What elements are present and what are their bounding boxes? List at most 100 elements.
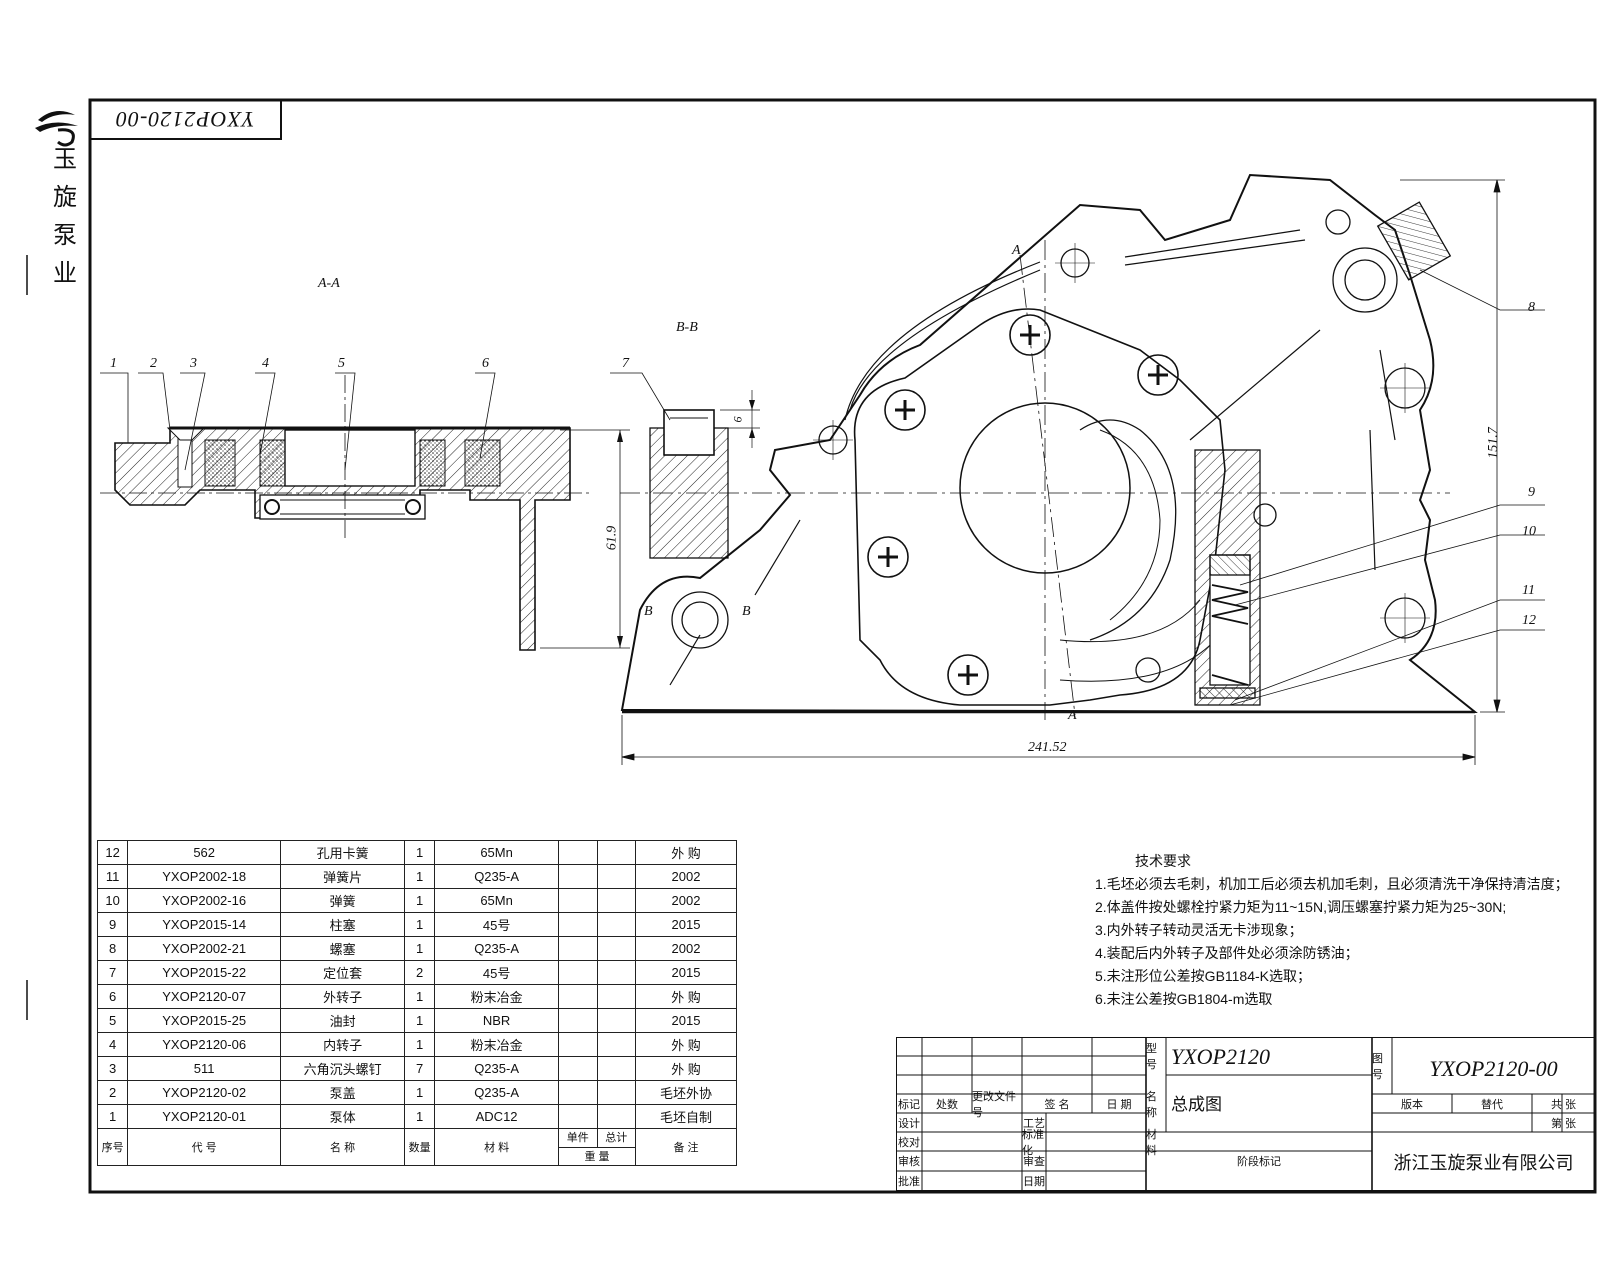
callout-8: 8 [1528,300,1535,315]
table-cell-no: 2 [96,1080,129,1105]
table-cell-w2 [596,960,637,985]
table-cell-no: 3 [96,1056,129,1081]
table-cell-material: Q235-A [434,936,560,961]
table-cell-no: 12 [96,840,129,865]
callout-11: 11 [1522,583,1535,598]
main-front-view [620,173,1478,720]
table-cell-qty: 1 [403,864,436,889]
title-name: 总成图 [1171,1094,1222,1114]
table-cell-name: 内转子 [280,1032,405,1057]
table-cell-name: 泵体 [280,1104,405,1129]
dim-aa-height: 61.9 [604,525,620,551]
cut-mark-a-top: A [1012,243,1021,258]
callout-12: 12 [1522,613,1536,628]
table-cell-material: 45号 [434,912,560,937]
company-char: 业 [53,259,77,287]
table-cell-material: 粉末冶金 [434,1032,560,1057]
mounting-holes [671,209,1430,683]
tech-item: 2.体盖件按处螺栓拧紧力矩为11~15N,调压螺塞拧紧力矩为25~30N; [1095,899,1507,915]
table-cell-qty: 1 [403,1080,436,1105]
top-drawing-number-box: YXOP2120-00 [90,100,282,140]
table-cell-code: YXOP2002-21 [127,936,282,961]
tech-item: 4.装配后内外转子及部件处必须涂防锈油； [1095,945,1359,961]
lbl-std: 标准化 [1022,1128,1044,1157]
lbl-model: 型号 [1146,1043,1157,1071]
table-cell-name: 弹簧 [280,888,405,913]
lbl-design: 设计 [898,1117,920,1130]
callout-6: 6 [482,356,489,371]
table-cell-w1 [558,1104,598,1129]
table-cell-note: 2002 [635,936,737,961]
company-char: 旋 [53,183,77,211]
table-cell-w1 [558,888,598,913]
table-cell-w2 [596,864,637,889]
dim-overall-height: 151.7 [1485,427,1501,459]
tech-item: 3.内外转子转动灵活无卡涉现象； [1095,922,1303,938]
cut-mark-a-bottom: A [1068,708,1077,723]
lbl-version: 版本 [1401,1098,1423,1111]
table-cell-qty: 1 [403,888,436,913]
aa-leaders [100,372,496,471]
lbl-replace: 替代 [1481,1098,1503,1111]
table-cell-no: 5 [96,1008,129,1033]
lbl-sheets-total: 共 张 [1550,1098,1577,1111]
table-cell-w2 [596,936,637,961]
table-cell-material: Q235-A [434,1080,560,1105]
table-cell-qty: 1 [403,840,436,865]
table-cell-w1 [558,1080,598,1105]
table-cell-w1 [558,864,598,889]
lbl-sheet-no: 第 张 [1550,1117,1577,1130]
table-cell-w2 [596,1104,637,1129]
table-cell-code: YXOP2120-06 [127,1032,282,1057]
title-company: 浙江玉旋泵业有限公司 [1393,1153,1574,1173]
table-cell-w1 [558,960,598,985]
table-cell-name: 螺塞 [280,936,405,961]
table-cell-code: YXOP2120-07 [127,984,282,1009]
hdr-note: 备 注 [635,1128,737,1166]
table-cell-note: 外 购 [635,1056,737,1081]
right-leaders [1229,269,1545,706]
lbl-material: 材料 [1146,1128,1157,1157]
table-cell-note: 2015 [635,912,737,937]
table-cell-w2 [596,1008,637,1033]
table-cell-w1 [558,1032,598,1057]
callout-9: 9 [1528,485,1535,500]
table-cell-material: Q235-A [434,864,560,889]
lbl-review: 审查 [1023,1156,1045,1168]
tech-title: 技术要求 [1135,853,1191,869]
callout-2: 2 [150,356,157,371]
table-cell-name: 油封 [280,1008,405,1033]
tech-item: 5.未注形位公差按GB1184-K选取； [1095,968,1312,984]
callout-10: 10 [1522,524,1536,539]
section-bb-view [610,372,760,559]
table-cell-code: YXOP2015-25 [127,1008,282,1033]
table-cell-material: 65Mn [434,840,560,865]
callout-7: 7 [622,356,629,371]
table-cell-material: Q235-A [434,1056,560,1081]
top-drawing-number: YXOP2120-00 [115,107,255,132]
table-cell-no: 10 [96,888,129,913]
section-aa-label: A-A [318,276,340,291]
table-cell-w2 [596,1080,637,1105]
table-cell-name: 柱塞 [280,912,405,937]
table-cell-code: YXOP2002-18 [127,864,282,889]
table-cell-note: 2015 [635,1008,737,1033]
table-cell-w2 [596,1032,637,1057]
callout-4: 4 [262,356,269,371]
lbl-date2: 日期 [1023,1176,1045,1188]
callout-3: 3 [190,356,197,371]
table-cell-w1 [558,1008,598,1033]
overall-dimensions [621,179,1505,765]
lbl-sign: 签 名 [1044,1098,1070,1111]
table-cell-w2 [596,912,637,937]
table-cell-w1 [558,912,598,937]
hdr-weight-label: 重 量 [584,1151,610,1163]
title-model: YXOP2120 [1171,1044,1270,1069]
table-cell-qty: 1 [403,1032,436,1057]
